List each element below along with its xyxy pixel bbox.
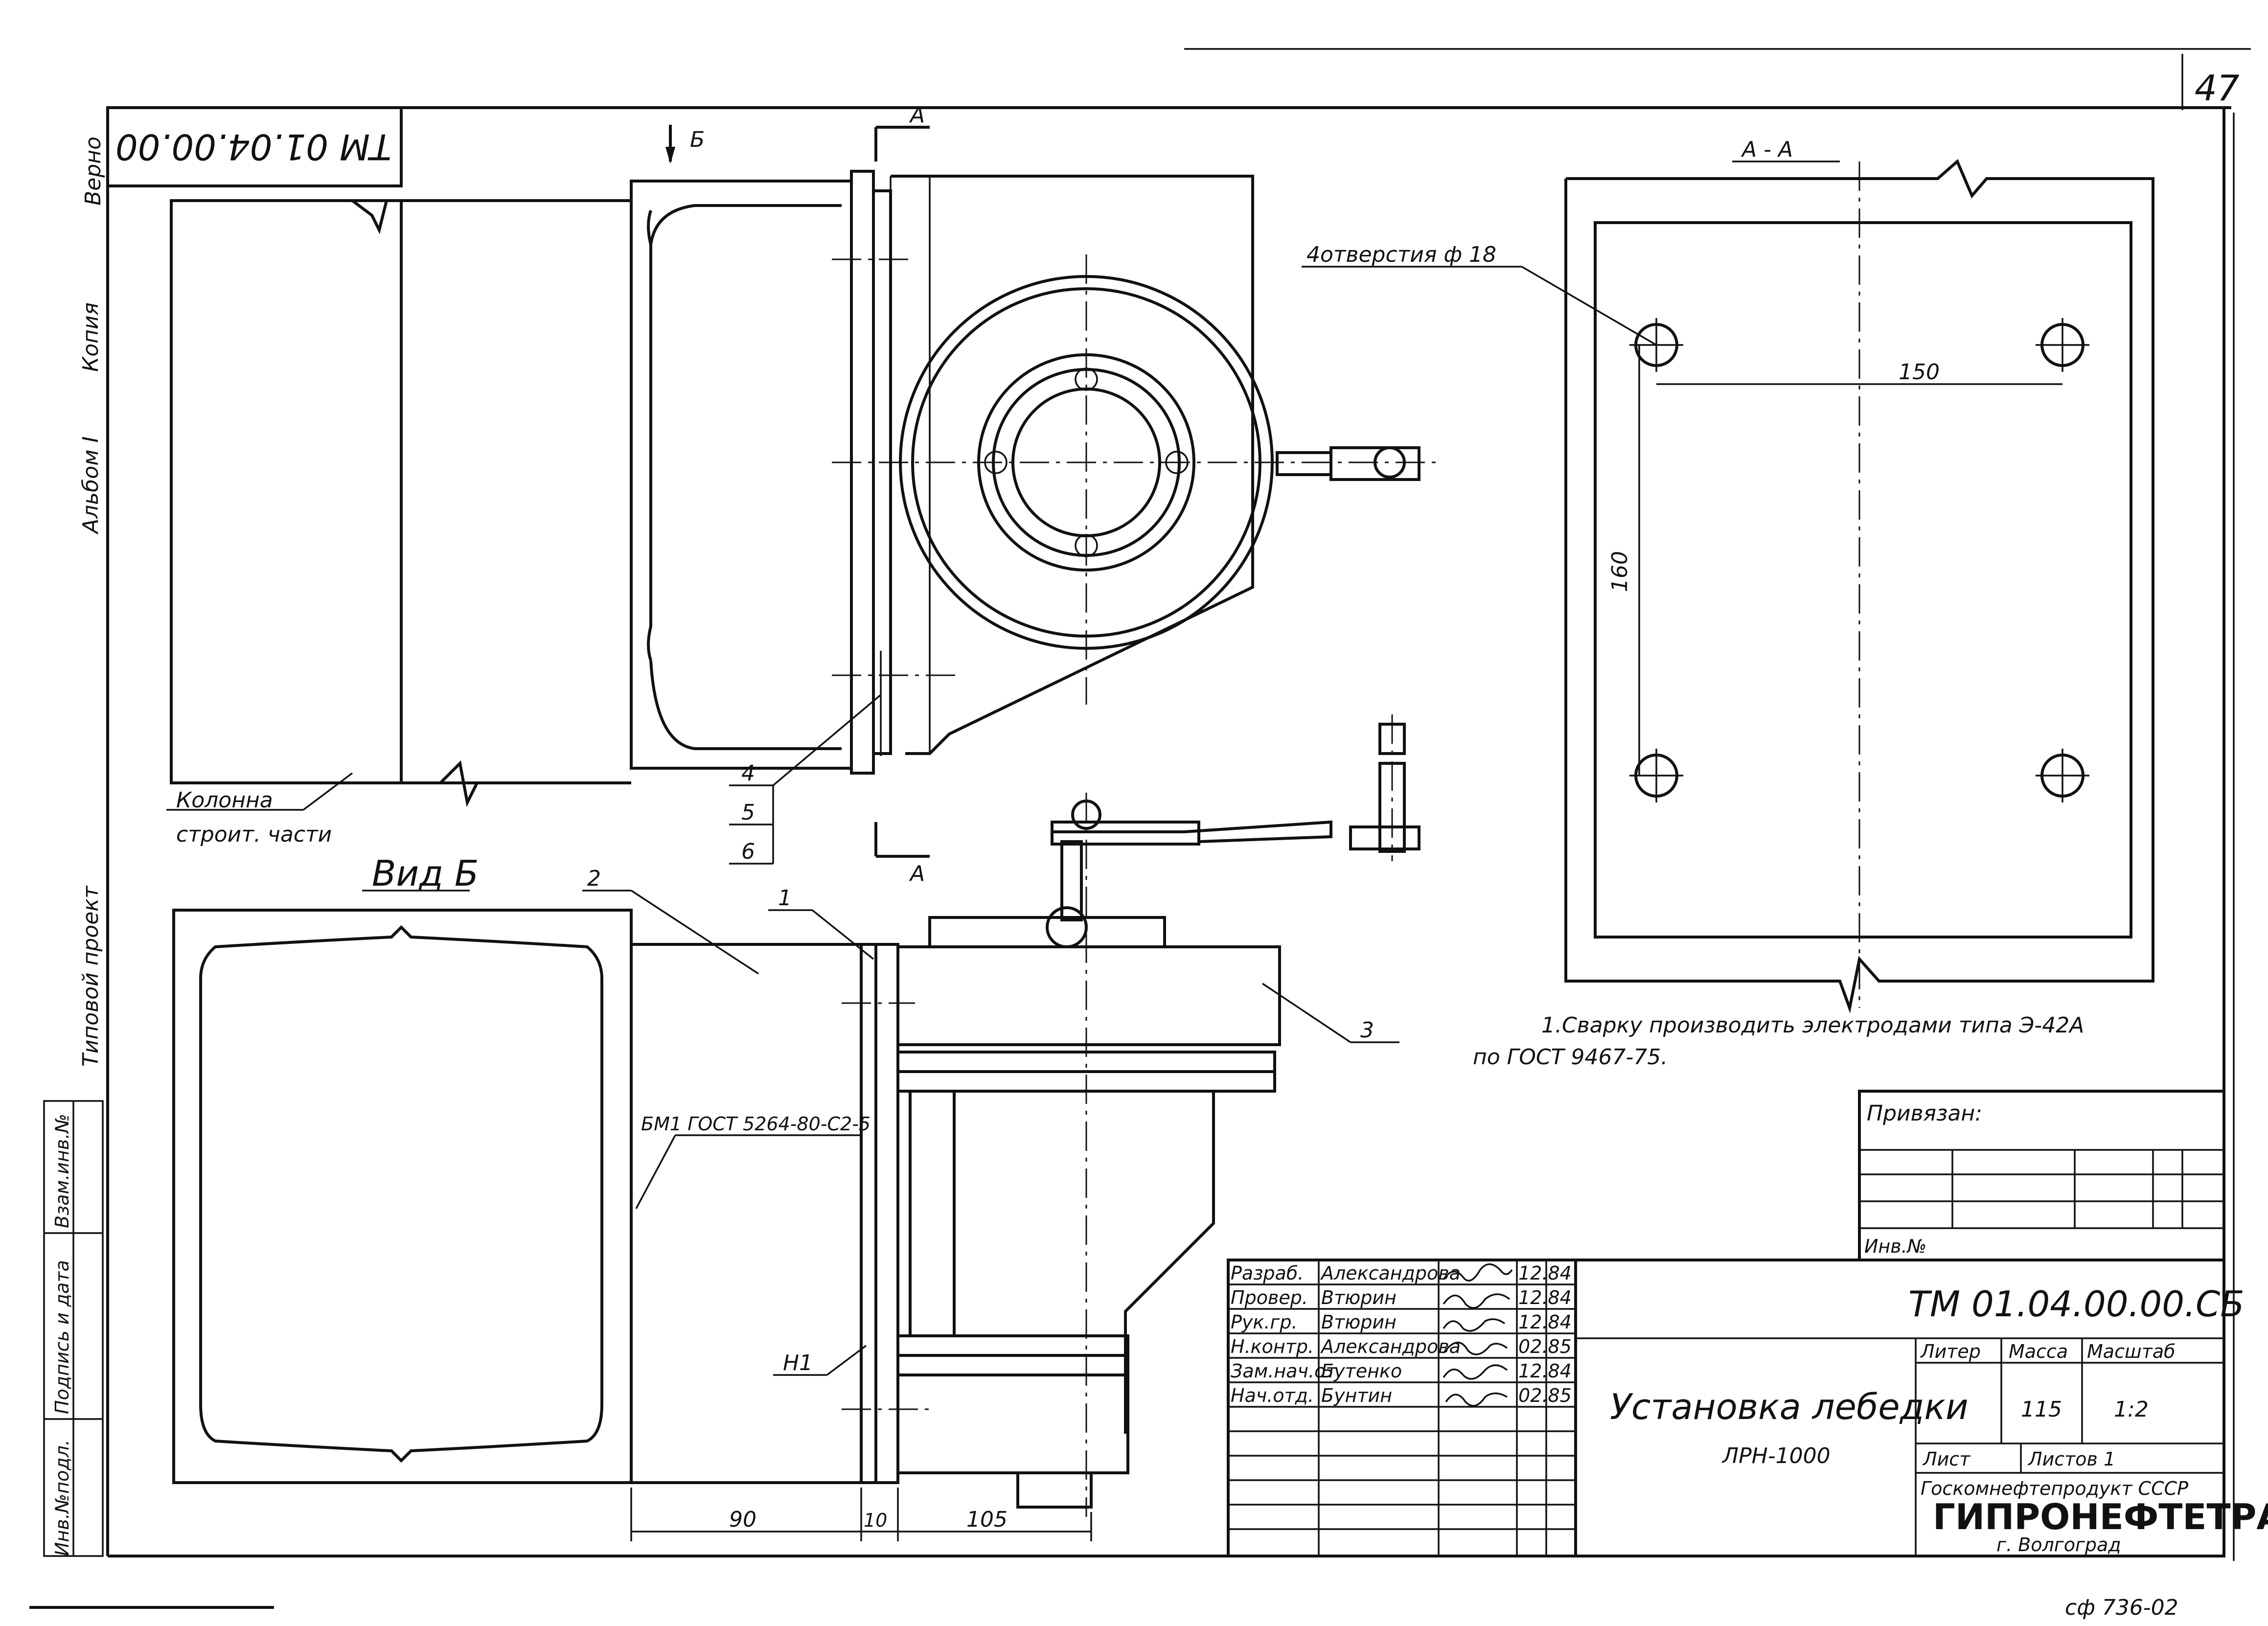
sig-date-1: 12.84 (1518, 1262, 1572, 1284)
front-view: А А Б (170, 103, 1439, 886)
verified-label: Верно (81, 137, 106, 206)
sig-role-1: Разраб. (1231, 1262, 1304, 1284)
pos-n1: Н1 (783, 1351, 813, 1375)
inv-podl-label: Инв.№подл. (51, 1440, 73, 1556)
view-b: Вид Б (172, 714, 1420, 1517)
document-title-line-1: Установка лебедки (1610, 1386, 1969, 1427)
weld-callout: БМ1 ГОСТ 5264-80-С2-5 (641, 1113, 871, 1135)
footer-code: сф 736-02 (2065, 1595, 2178, 1620)
copy-label: Копия (78, 302, 103, 372)
mass-value: 115 (2021, 1397, 2062, 1422)
column-callout-2: строит. части (176, 822, 332, 847)
sig-name-6: Бунтин (1321, 1385, 1392, 1406)
position-stack: 4 5 6 (729, 694, 882, 865)
pos-5: 5 (741, 800, 755, 825)
sig-role-4: Н.контр. (1231, 1336, 1314, 1357)
sig-date-6: 02.85 (1518, 1385, 1572, 1406)
rotated-title-number: ТМ 01.04.00.00 (115, 126, 391, 167)
dim-105: 105 (966, 1507, 1008, 1532)
sig-name-4: Александрова (1320, 1336, 1461, 1357)
section-mark-bottom: А (909, 861, 925, 886)
sheet-number: 47 (2195, 68, 2240, 109)
pos-3: 3 (1360, 1018, 1374, 1043)
document-title-line-2: ЛРН-1000 (1721, 1443, 1831, 1468)
pos-2: 2 (587, 866, 601, 891)
note-line-1: 1.Сварку производить электродами типа Э-… (1541, 1013, 2084, 1038)
pos-4: 4 (741, 761, 755, 786)
sig-name-5: Бутенко (1321, 1360, 1402, 1382)
sheets-count-label: Листов 1 (2027, 1448, 2115, 1470)
sheet-label: Лист (1922, 1448, 1971, 1470)
org-line-1: Госкомнефтепродукт СССР (1921, 1478, 2188, 1499)
title-block (1227, 1259, 2225, 1557)
sign-date-label: Подпись и дата (51, 1260, 73, 1414)
album-label: Альбом I (78, 436, 103, 535)
sheet-frame (106, 48, 2251, 1561)
left-margin: Альбом I Копия Верно Типовой проект Инв.… (43, 137, 106, 1557)
dim-150: 150 (1899, 360, 1940, 385)
scale-label: Масштаб (2087, 1341, 2176, 1362)
pos-1: 1 (778, 886, 792, 911)
section-mark-top: А (909, 103, 925, 128)
section-aa-title: А - А (1741, 137, 1793, 162)
sig-name-2: Втюрин (1321, 1287, 1397, 1308)
sig-role-2: Провер. (1231, 1287, 1308, 1308)
vzam-inv-label: Взам.инв.№ (51, 1114, 73, 1228)
bottom-dimensions (630, 1488, 1092, 1541)
sig-name-3: Втюрин (1321, 1311, 1397, 1333)
litera-label: Литер (1920, 1341, 1981, 1362)
view-b-title: Вид Б (372, 853, 479, 894)
holes-callout: 4отверстия ф 18 (1306, 242, 1496, 267)
sig-role-6: Нач.отд. (1231, 1385, 1314, 1406)
mass-label: Масса (2009, 1341, 2068, 1362)
pos-6: 6 (741, 839, 755, 864)
binding-block (1858, 1090, 2225, 1261)
view-arrow-label: Б (690, 127, 705, 152)
sig-date-2: 12.84 (1518, 1287, 1572, 1308)
sig-date-5: 12.84 (1518, 1360, 1572, 1382)
signature-table: Разраб. Александрова 12.84 Провер. Втюри… (1231, 1262, 1572, 1406)
sig-name-1: Александрова (1320, 1262, 1461, 1284)
sig-date-4: 02.85 (1518, 1336, 1572, 1357)
typical-project-label: Типовой проект (78, 885, 103, 1067)
org-line-3: г. Волгоград (1996, 1534, 2121, 1556)
scale-value: 1:2 (2114, 1397, 2149, 1422)
binding-label: Привязан: (1867, 1101, 1982, 1126)
dim-160: 160 (1607, 551, 1632, 592)
column-callout: Колонна (176, 788, 273, 813)
org-line-2: ГИПРОНЕФТЕТРАНС (1933, 1496, 2268, 1537)
dim-10: 10 (864, 1510, 887, 1531)
sig-role-5: Зам.нач.от. (1231, 1360, 1343, 1382)
sig-date-3: 12.84 (1518, 1311, 1572, 1333)
dim-90: 90 (729, 1507, 756, 1532)
binding-inv-label: Инв.№ (1864, 1236, 1926, 1257)
note-line-2: по ГОСТ 9467-75. (1473, 1045, 1668, 1070)
sig-role-3: Рук.гр. (1231, 1311, 1298, 1333)
document-designation: ТМ 01.04.00.00.СБ (1908, 1283, 2245, 1325)
section-a-a: А - А (1302, 137, 2154, 1014)
